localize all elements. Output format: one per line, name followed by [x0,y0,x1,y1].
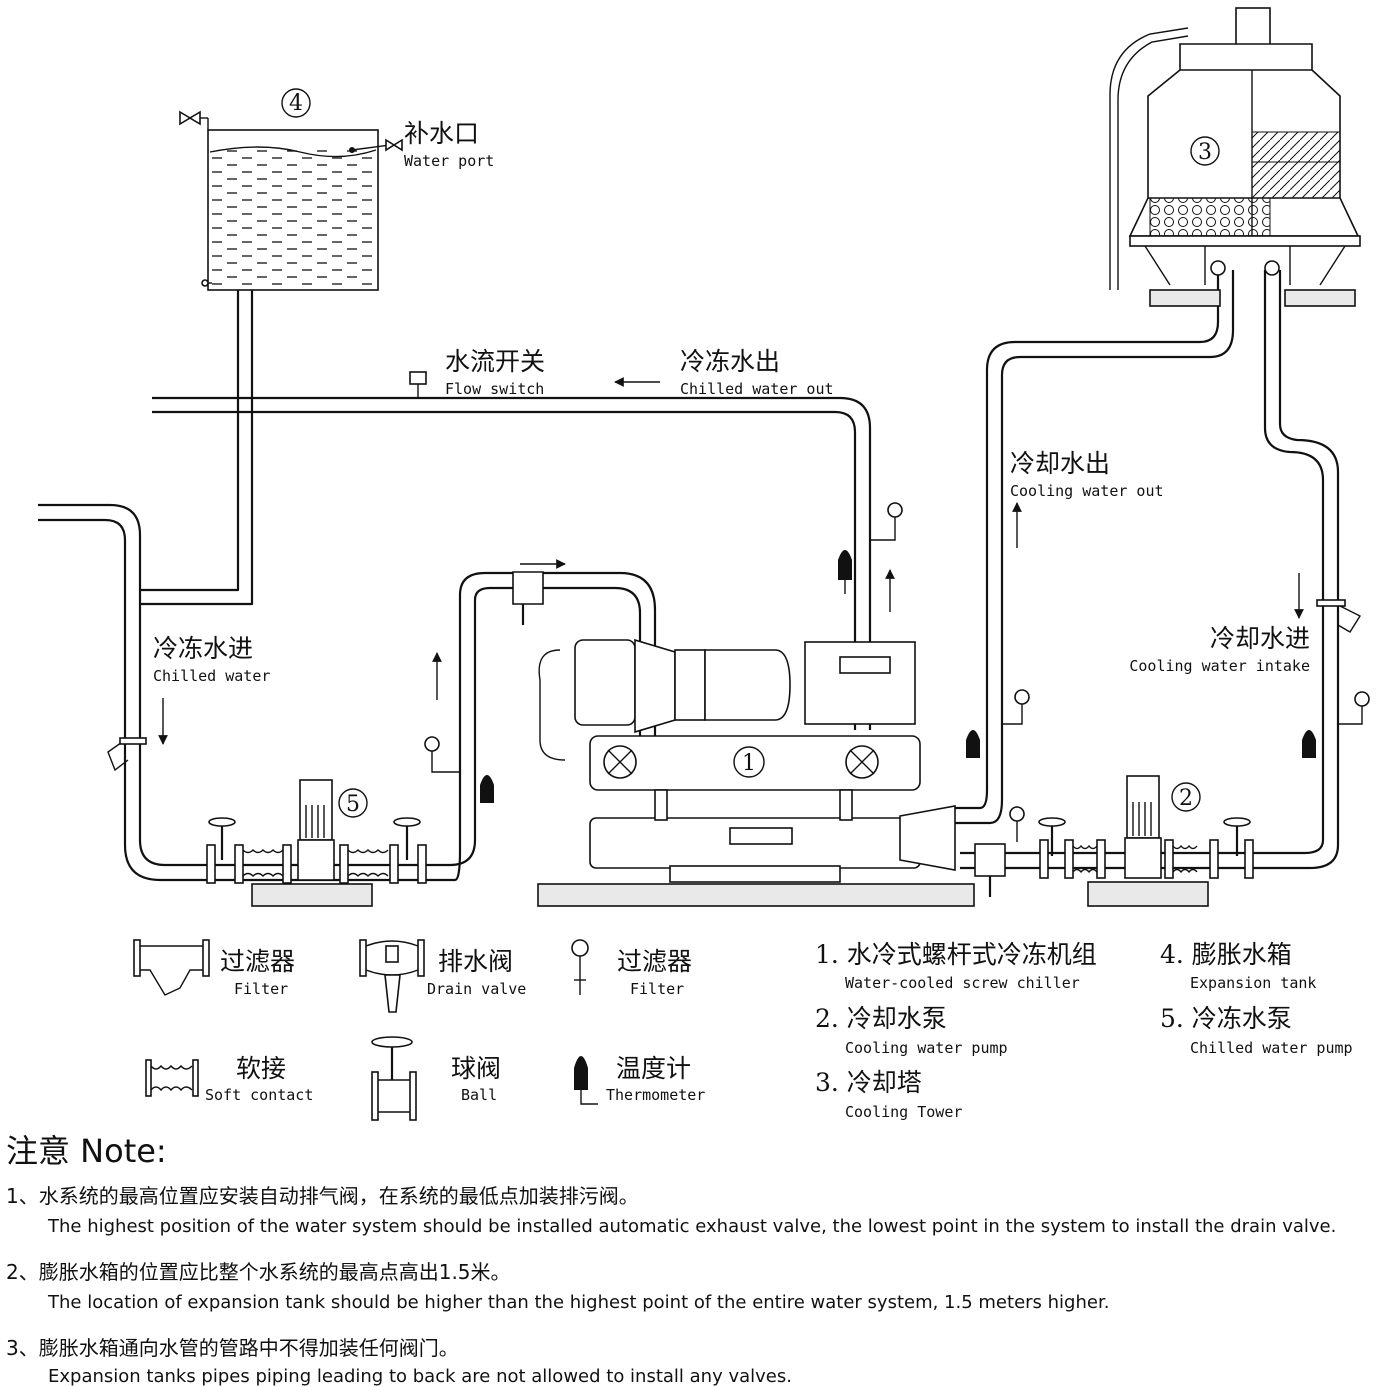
chilled-out-label-cn: 冷冻水出 [680,347,780,376]
expansion-tank [179,110,403,291]
legend-soft-contact-symbol [145,1059,199,1097]
component-2-en: Cooling water pump [845,1039,1008,1057]
flow-switch-label-en: Flow switch [445,380,544,398]
note-1-cn: 1、水系统的最高位置应安装自动排气阀，在系统的最低点加装排污阀。 [6,1184,639,1208]
flow-switch [409,371,427,385]
chilled-out-label-en: Chilled water out [680,380,834,398]
legend-ball-valve-cn: 球阀 [451,1054,501,1083]
marker-3-ring [1190,136,1220,166]
chilled-in-label-cn: 冷冻水进 [153,634,253,663]
chilled-in-label-en: Chilled water [153,667,270,685]
component-2-cn: 2. 冷却水泵 [815,1004,947,1033]
component-1-en: Water-cooled screw chiller [845,974,1080,992]
cooling-water-out-pipe [955,270,1235,825]
component-4-cn: 4. 膨胀水箱 [1160,940,1292,969]
chilled-water-out-pipe [152,396,872,730]
cooling-tower [1109,7,1361,307]
legend-drain-valve-en: Drain valve [427,980,526,998]
component-3-cn: 3. 冷却塔 [815,1068,922,1097]
screw-chiller [537,638,975,907]
marker-1: 1 [742,751,756,776]
note-2-en: The location of expansion tank should be… [48,1292,1110,1313]
legend-soft-contact-en: Soft contact [205,1086,313,1104]
component-5-en: Chilled water pump [1190,1039,1353,1057]
component-3-en: Cooling Tower [845,1103,962,1121]
legend-gauge-en: Filter [630,980,684,998]
note-1-en: The highest position of the water system… [48,1216,1337,1237]
note-3-cn: 3、膨胀水箱通向水管的管路中不得加装任何阀门。 [6,1336,459,1360]
legend-soft-contact-cn: 软接 [236,1054,286,1083]
cooling-in-label-en: Cooling water intake [1129,657,1310,675]
legend-filter-symbol [133,939,210,996]
marker-5: 5 [346,792,360,817]
legend-ball-valve-en: Ball [461,1086,497,1104]
component-1-cn: 1. 水冷式螺杆式冷冻机组 [815,940,1097,969]
notes-title: 注意 Note: [6,1132,167,1170]
component-5-cn: 5. 冷冻水泵 [1160,1004,1292,1033]
chilled-water-pump [206,779,427,907]
component-4-en: Expansion tank [1190,974,1316,992]
marker-2-ring [1171,782,1201,812]
legend-filter-en: Filter [234,980,288,998]
legend-filter-cn: 过滤器 [220,947,295,976]
water-port-label-cn: 补水口 [404,119,479,148]
note-3-en: Expansion tanks pipes piping leading to … [48,1366,792,1387]
cooling-out-label-cn: 冷却水出 [1010,449,1110,478]
cooling-out-label-en: Cooling water out [1010,482,1164,500]
legend-ball-valve-symbol [371,1036,417,1121]
water-port-label-en: Water port [404,152,494,170]
cooling-in-label-cn: 冷却水进 [1210,624,1310,653]
legend-gauge-cn: 过滤器 [617,947,692,976]
expansion-tank-pipe [140,290,254,606]
marker-4: 4 [289,91,303,116]
legend-gauge-symbol [571,939,589,995]
cooling-water-intake-pipe [960,270,1340,870]
legend-thermometer-cn: 温度计 [616,1054,691,1083]
cooling-water-pump [1038,775,1254,907]
legend-drain-valve-symbol [359,939,425,1013]
marker-1-ring [733,746,765,778]
marker-2: 2 [1179,786,1193,811]
marker-3: 3 [1198,140,1212,165]
marker-4-ring [281,88,311,118]
flow-switch-label-cn: 水流开关 [445,347,545,376]
chilled-water-in-pipe [38,503,657,882]
note-2-cn: 2、膨胀水箱的位置应比整个水系统的最高点高出1.5米。 [6,1260,511,1284]
legend-drain-valve-cn: 排水阀 [438,947,513,976]
legend-thermometer-symbol [574,1056,598,1105]
marker-5-ring [338,788,368,818]
legend-thermometer-en: Thermometer [606,1086,705,1104]
